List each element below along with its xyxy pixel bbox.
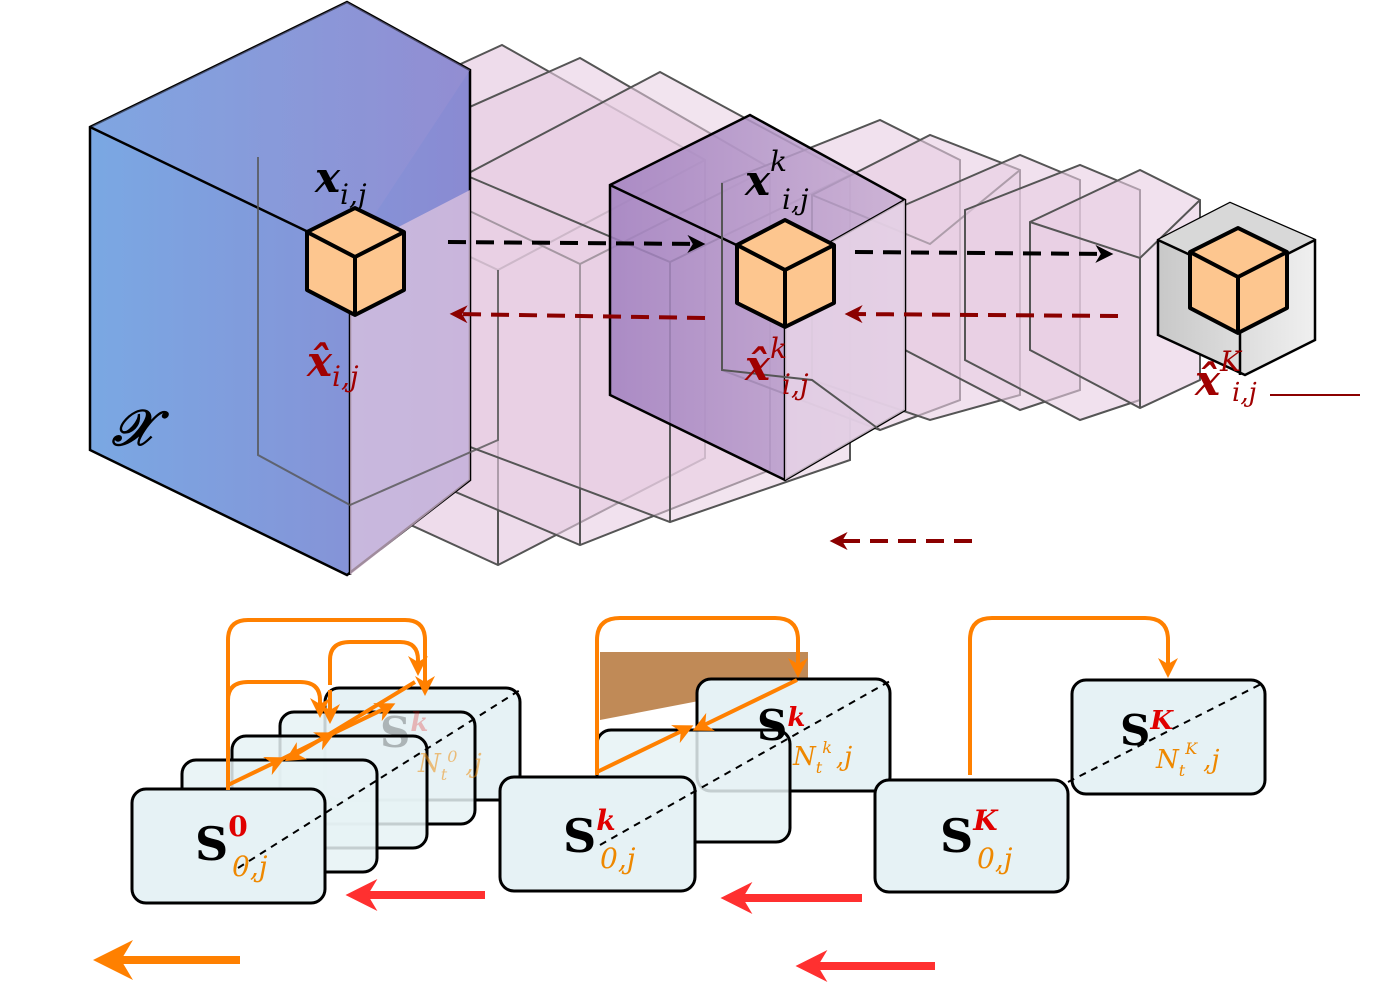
voxel-cube-k xyxy=(735,218,836,329)
backward-arrow-2 xyxy=(844,305,1119,324)
state-K-back-label: SK xyxy=(1120,706,1174,755)
backward-arrow-1 xyxy=(449,305,706,324)
voxel-cube-1 xyxy=(305,206,406,317)
orange-arrow-group-K xyxy=(968,616,1178,775)
card-K-back xyxy=(1070,678,1267,796)
forward-arrow-1 xyxy=(447,234,706,253)
state-k-back-label: Sk xyxy=(757,701,805,750)
forward-arrow-2 xyxy=(854,244,1114,263)
card-0-front xyxy=(130,787,327,905)
state-K-back-sub: NtK,j xyxy=(1155,739,1219,780)
slice-8 xyxy=(1029,168,1201,410)
card-k-front xyxy=(498,775,697,893)
orange-arrows-group-0 xyxy=(226,618,435,790)
card-K-front xyxy=(873,778,1070,894)
recon-label: x̂i,j xyxy=(306,337,359,393)
volume-x xyxy=(88,0,499,577)
state-0-back-sub: Nt0,j xyxy=(417,747,482,784)
orange-arrows-group-k xyxy=(595,616,808,775)
voxel-cube-K xyxy=(1188,226,1289,335)
voxel-label: xi,j xyxy=(314,153,367,211)
state-k-back-sub: Ntk,j xyxy=(792,738,852,777)
